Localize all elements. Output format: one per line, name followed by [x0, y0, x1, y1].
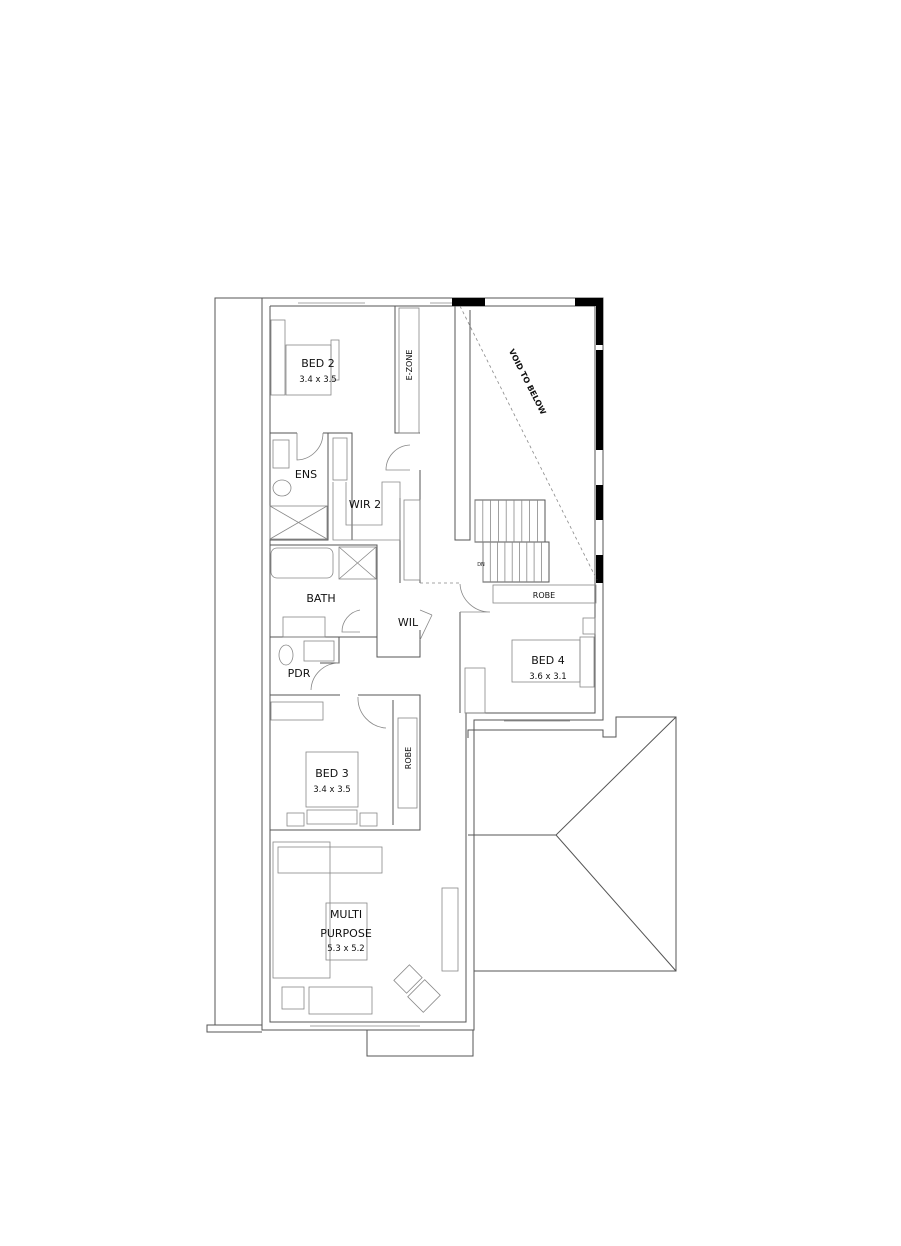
pdr-label: PDR — [288, 667, 311, 680]
bed2-side-units — [270, 319, 286, 396]
robe-bed3 — [397, 717, 418, 809]
multi-label-line2: PURPOSE — [320, 927, 372, 940]
multi-size: 5.3 x 5.2 — [327, 944, 364, 954]
robe-bed4 — [492, 584, 597, 604]
bed3-size: 3.4 x 3.5 — [313, 785, 350, 795]
room-labels: BED 2 3.4 x 3.5 ENS WIR 2 E-ZONE ROBE BA… — [288, 350, 567, 954]
bed3-bed — [305, 751, 359, 808]
fixtures — [269, 307, 597, 1015]
bath-tub — [270, 547, 334, 579]
wil-label: WIL — [398, 616, 419, 629]
multi-label-line1: MULTI — [330, 908, 362, 921]
tv-unit — [441, 887, 459, 972]
bath-shower — [338, 546, 377, 580]
ens-vanity — [272, 439, 290, 469]
roof-outline — [467, 716, 677, 972]
ens-label: ENS — [295, 468, 317, 481]
bed3-label: BED 3 — [315, 767, 348, 780]
bed2-bed — [285, 344, 332, 396]
robe-bed3-label: ROBE — [404, 747, 413, 769]
pdr-toilet — [278, 644, 294, 666]
wir2-label: WIR 2 — [349, 498, 381, 511]
bath-label: BATH — [306, 592, 335, 605]
bed2-label: BED 2 — [301, 357, 334, 370]
robe-bed4-label: ROBE — [533, 591, 555, 600]
ens-shower — [269, 505, 328, 540]
staircase[interactable]: DN — [474, 499, 550, 583]
bed4-label: BED 4 — [531, 654, 564, 667]
doors[interactable] — [296, 432, 491, 729]
ezone-label: E-ZONE — [405, 350, 414, 381]
bed2-size: 3.4 x 3.5 — [299, 375, 336, 385]
void-label: VOID TO BELOW — [507, 348, 548, 417]
bath-vanity — [282, 616, 326, 638]
stairs-direction-label: DN — [477, 562, 485, 568]
bed4-size: 3.6 x 3.1 — [529, 672, 566, 682]
void-area: VOID TO BELOW — [454, 305, 598, 581]
pdr-vanity — [303, 640, 335, 662]
ens-toilet — [272, 479, 292, 497]
sofa — [272, 841, 331, 979]
wir2-shelf — [332, 437, 348, 481]
ezone-desk — [398, 307, 420, 434]
solid-wall-segments — [452, 298, 603, 583]
